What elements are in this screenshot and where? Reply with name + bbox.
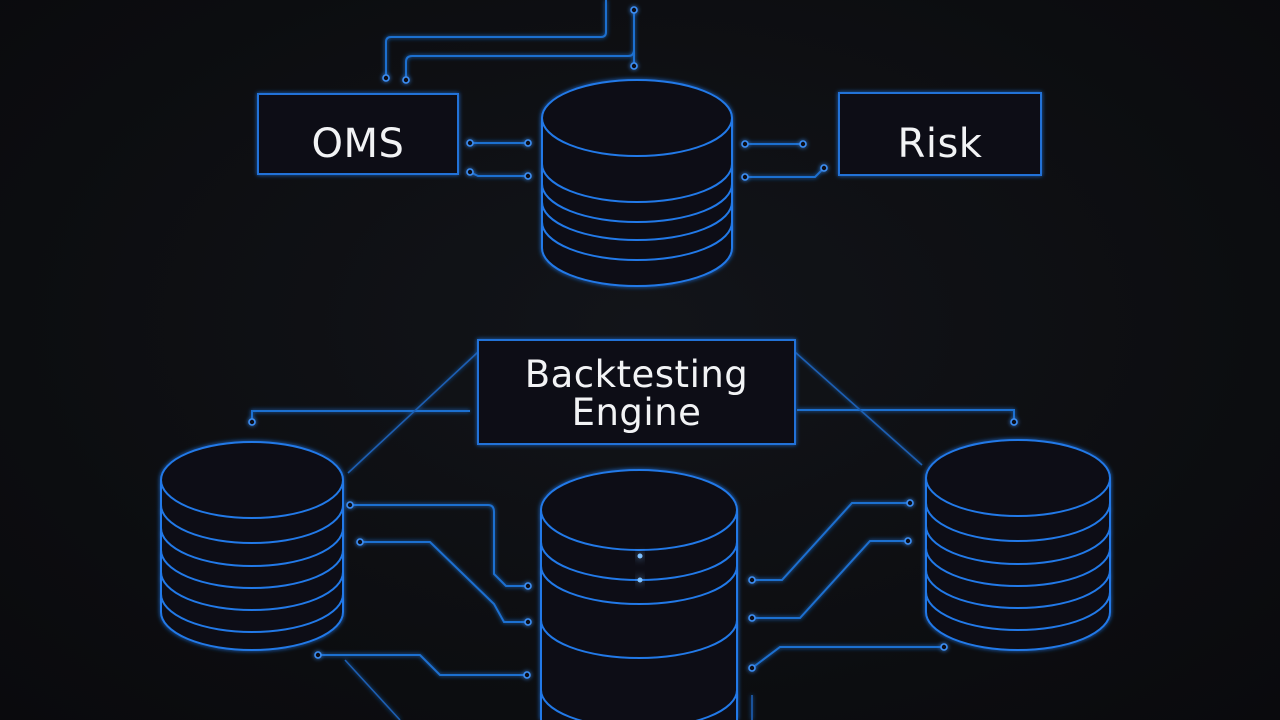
- node-dot: [820, 164, 828, 172]
- connector-bt-diag-left: [347, 351, 479, 474]
- connector-ldb-cdb-2: [360, 541, 528, 623]
- connector-top-mid: [405, 10, 635, 80]
- node-dot: [940, 643, 948, 651]
- connector-bt-left: [251, 410, 470, 422]
- node-dot: [356, 538, 364, 546]
- node-dot: [346, 501, 354, 509]
- connector-ldb-cdb-1: [350, 504, 528, 587]
- node-dot: [799, 140, 807, 148]
- node-dot: [741, 140, 749, 148]
- node-dot: [906, 499, 914, 507]
- connector-db-risk-2: [745, 167, 825, 178]
- node-dot: [630, 6, 638, 14]
- connector-top-left: [385, 0, 607, 78]
- connector-bt-right: [797, 409, 1015, 422]
- backtesting-engine-box: [477, 339, 796, 445]
- connector-oms-db-2: [469, 171, 528, 177]
- node-dot: [466, 168, 474, 176]
- oms-box: [257, 93, 459, 175]
- connector-rdb-cdb-2: [752, 540, 908, 619]
- node-dot: [523, 671, 531, 679]
- node-dot: [466, 139, 474, 147]
- node-dot: [748, 664, 756, 672]
- node-dot: [524, 582, 532, 590]
- right-database-icon: [925, 439, 1111, 651]
- connector-bt-diag-right: [794, 351, 923, 466]
- node-dot: [524, 172, 532, 180]
- node-dot: [382, 74, 390, 82]
- node-dot: [1010, 418, 1018, 426]
- spark-dot: [637, 577, 643, 583]
- connector-rdb-cdb-3: [751, 646, 944, 669]
- node-dot: [314, 651, 322, 659]
- connector-nodes: [248, 6, 1018, 679]
- node-dot: [741, 173, 749, 181]
- node-dot: [402, 76, 410, 84]
- node-dot: [524, 618, 532, 626]
- left-database-icon: [160, 441, 344, 651]
- risk-box: [838, 92, 1042, 176]
- node-dot: [248, 418, 256, 426]
- center-database-icon: [540, 469, 738, 720]
- node-dot: [748, 576, 756, 584]
- top-database-icon: [541, 79, 733, 287]
- spark-dot: [637, 553, 643, 559]
- connector-lines: [251, 0, 1015, 720]
- node-dot: [524, 139, 532, 147]
- node-dot: [904, 537, 912, 545]
- connector-rdb-cdb-1: [752, 502, 910, 581]
- connector-ldb-down: [344, 659, 401, 720]
- connector-ldb-cdb-3: [318, 654, 527, 676]
- glow-sparks: [637, 553, 643, 583]
- node-dot: [630, 62, 638, 70]
- node-dot: [748, 614, 756, 622]
